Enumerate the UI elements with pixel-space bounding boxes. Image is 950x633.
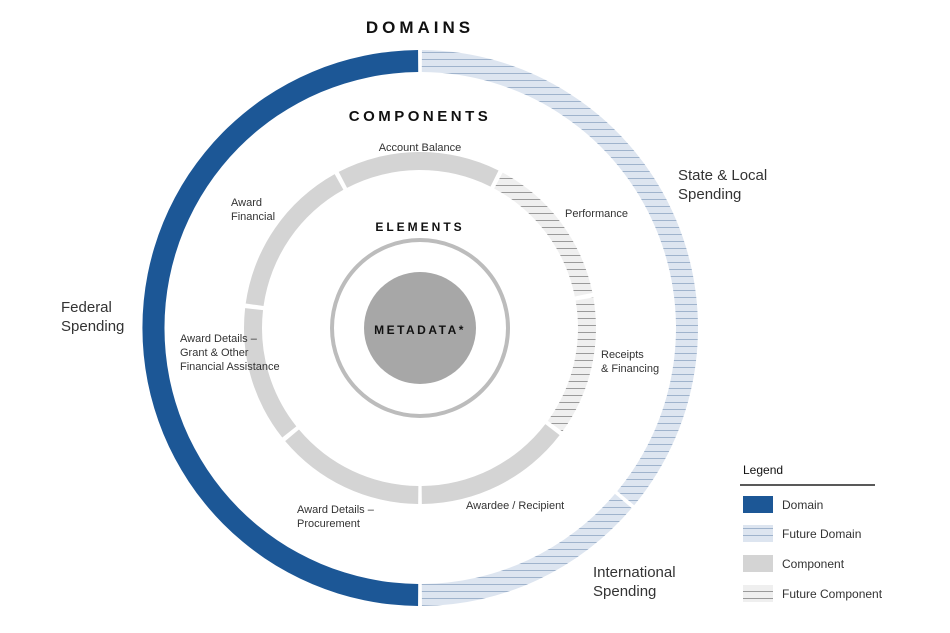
domain-ring: [142, 50, 698, 606]
legend-title: Legend: [743, 463, 783, 477]
domain-label-federal-spending: Federal Spending: [61, 299, 124, 335]
domains-heading: DOMAINS: [366, 18, 474, 37]
domain-label-international-spending: International Spending: [593, 564, 680, 600]
legend-label-future-component: Future Component: [782, 587, 883, 601]
legend-swatch-future-component: [743, 585, 773, 602]
component-label-award-financial: Award Financial: [231, 197, 275, 223]
elements-heading: ELEMENTS: [375, 220, 464, 234]
legend-label-domain: Domain: [782, 498, 823, 512]
legend-swatch-future-domain: [743, 525, 773, 542]
metadata-label: METADATA*: [374, 323, 466, 337]
component-award-details-procurement-arc: [285, 429, 419, 504]
component-receipts-financing-arc: [547, 297, 597, 432]
legend-label-component: Component: [782, 557, 845, 571]
component-account-balance-arc: [338, 152, 499, 188]
component-label-account-balance: Account Balance: [379, 142, 462, 154]
component-ring: [243, 152, 597, 504]
component-awardee-recipient-arc: [421, 424, 560, 504]
metadata-core: [364, 272, 476, 384]
component-award-details-grant-arc: [243, 308, 297, 438]
component-award-financial-arc: [245, 174, 344, 307]
component-performance-arc: [494, 172, 593, 297]
component-label-receipts-financing: Receipts & Financing: [601, 349, 659, 375]
domain-state-local-spending-arc: [421, 50, 698, 506]
component-label-award-details-grant: Award Details – Grant & Other Financial …: [180, 333, 280, 373]
legend: Legend Domain Future Domain Component Fu…: [740, 463, 883, 602]
elements-ring: [330, 238, 510, 418]
legend-swatch-component: [743, 555, 773, 572]
domain-international-spending-arc: [421, 493, 632, 606]
legend-label-future-domain: Future Domain: [782, 527, 861, 541]
components-heading: COMPONENTS: [349, 108, 492, 125]
domain-label-state-local-spending: State & Local Spending: [678, 167, 771, 203]
legend-swatch-domain: [743, 496, 773, 513]
component-label-award-details-procurement: Award Details – Procurement: [297, 504, 377, 530]
component-label-awardee-recipient: Awardee / Recipient: [466, 500, 564, 512]
component-label-performance: Performance: [565, 208, 628, 220]
